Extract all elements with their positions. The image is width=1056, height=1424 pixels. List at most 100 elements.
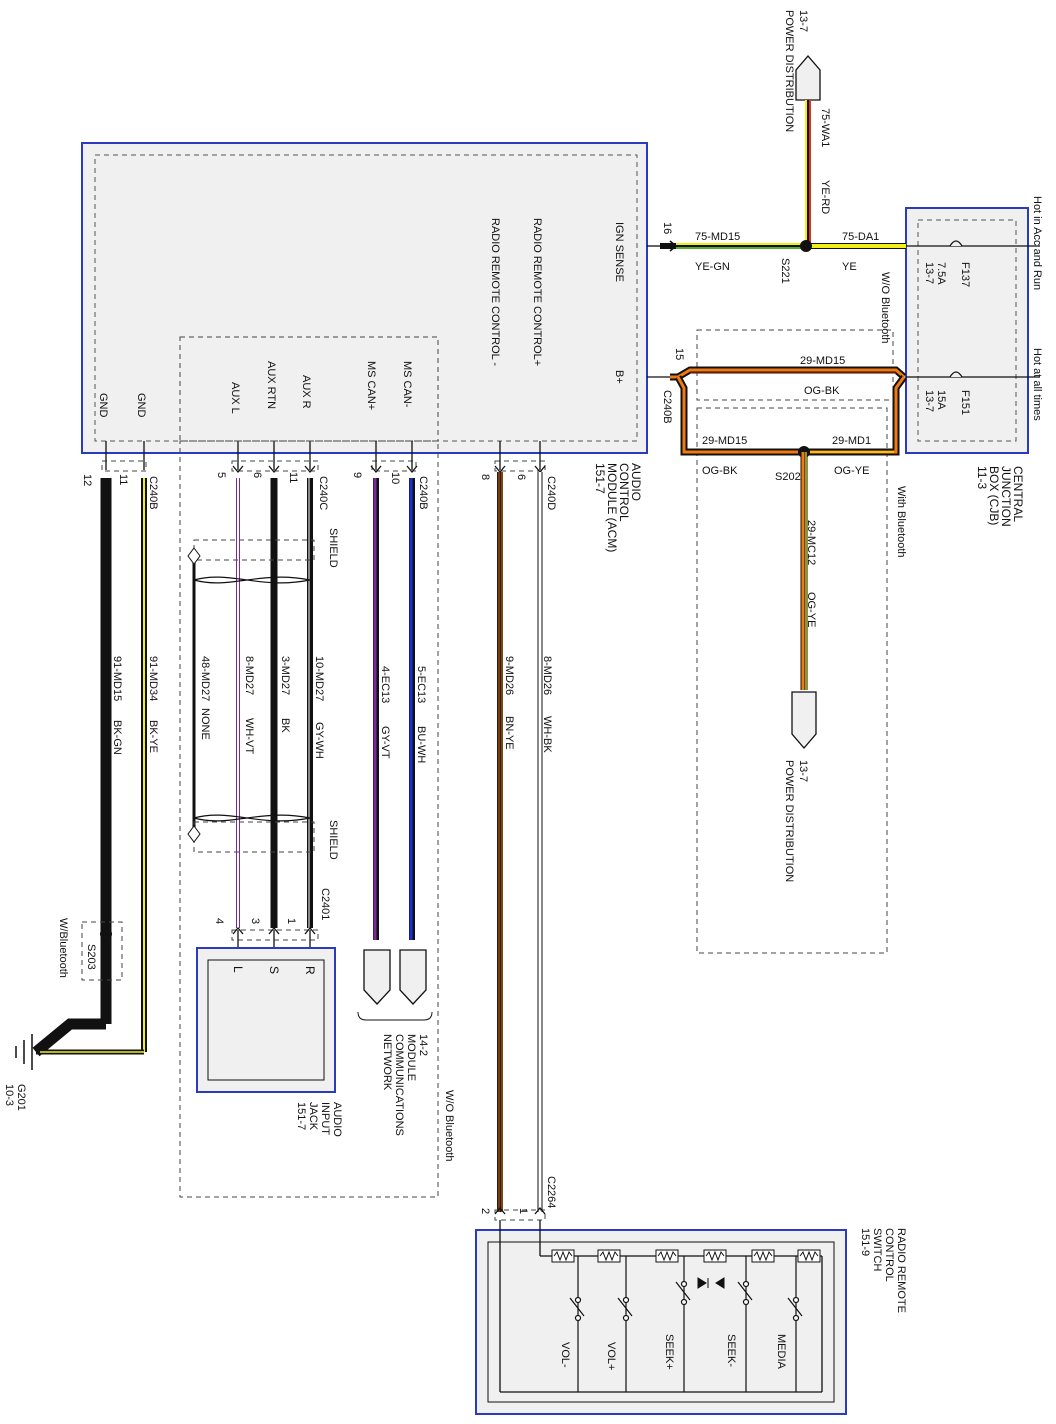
jack-cpin-1: 1 <box>285 918 297 924</box>
jack-pin-l: L <box>231 966 245 973</box>
pin16-arrow <box>664 240 678 252</box>
pin-gnd-2: GND <box>97 393 109 418</box>
svg-text:151-7: 151-7 <box>593 463 607 494</box>
pin-rc-plus: RADIO REMOTE CONTROL+ <box>531 218 543 366</box>
wire-8-md26-color: WH-BK <box>541 716 553 753</box>
fuse-f137-ref: 13-7 <box>923 262 935 284</box>
connector-c2264: C2264 <box>545 1176 557 1208</box>
pin-aux-rtn-num: 6 <box>251 472 263 478</box>
rrc-inner <box>487 1241 835 1403</box>
svg-text:CONTROL: CONTROL <box>883 1228 895 1282</box>
switch-seek-minus: SEEK- <box>725 1334 737 1367</box>
shield-bottom-dashed <box>193 821 315 853</box>
wire-29-md15-wo-og <box>670 368 905 379</box>
wire-29-mc12-color: OG-YE <box>805 592 817 627</box>
shield-top-dashed <box>193 539 315 561</box>
wire-4-ec13-id: 4-EC13 <box>379 666 391 703</box>
power-dist-bottom-label: POWER DISTRIBUTION <box>783 760 795 882</box>
c2401-dashed <box>231 929 319 941</box>
wire-29-md15-w-og <box>676 376 806 454</box>
hot-all-times: Hot at all times <box>1031 348 1043 421</box>
rrc-switch-stems <box>577 1256 797 1392</box>
svg-text:NETWORK: NETWORK <box>381 1034 393 1091</box>
connector-c240b-can: C240B <box>417 476 429 510</box>
fuse-f137-symbol <box>949 240 963 247</box>
svg-text:MODULE (ACM): MODULE (ACM) <box>605 463 619 552</box>
wo-bt-label-aux: W/O Bluetooth <box>443 1090 455 1162</box>
pin-rc-plus-num: 6 <box>515 474 527 480</box>
shield-top-twist <box>193 576 311 584</box>
connector-c240c: C240C <box>317 476 329 510</box>
rrc-cpin-1: 1 <box>517 1208 529 1214</box>
splice-s203 <box>100 928 112 940</box>
wire-75-md15-id: 75-MD15 <box>695 231 740 243</box>
pin-ign-sense: IGN SENSE <box>613 222 625 282</box>
wire-75-wa1-color: YE-RD <box>819 180 831 214</box>
splice-s202-label: S202 <box>775 471 801 483</box>
power-dist-bottom-ref: 13-7 <box>797 760 809 782</box>
power-dist-top-label: POWER DISTRIBUTION <box>783 10 795 132</box>
pin-can-minus-num: 10 <box>389 472 401 484</box>
pin-ms-can-plus: MS CAN+ <box>365 361 377 410</box>
pin-ms-can-minus: MS CAN- <box>401 361 413 408</box>
pin-rc-minus-num: 8 <box>479 474 491 480</box>
jack-pin-r: R <box>303 966 317 975</box>
svg-text:COMMUNICATIONS: COMMUNICATIONS <box>393 1034 405 1136</box>
wire-75-da1-id: 75-DA1 <box>842 231 879 243</box>
pin-aux-r-num: 11 <box>287 472 299 483</box>
rrc-cpin-2: 2 <box>479 1208 491 1214</box>
wire-75-md15-pin: 16 <box>661 222 673 234</box>
wire-29-md15-w-color: OG-BK <box>702 465 738 477</box>
acm-name: AUDIO CONTROL MODULE (ACM) 151-7 <box>593 463 643 552</box>
network-connector-1 <box>399 949 427 1005</box>
svg-text:11-3: 11-3 <box>975 466 989 489</box>
c2264-arrows <box>494 1206 546 1215</box>
switch-seek-plus: SEEK+ <box>663 1334 675 1370</box>
rrc-name: RADIO REMOTE CONTROL SWITCH 151-9 <box>859 1228 907 1313</box>
power-dist-top-connector <box>795 55 821 101</box>
svg-text:JACK: JACK <box>307 1102 319 1131</box>
switch-vol-plus: VOL+ <box>605 1342 617 1370</box>
w-bt-bplus-dashed <box>696 407 888 954</box>
wire-75-md15-color: YE-GN <box>695 261 730 273</box>
wo-bt-aux-dashed <box>179 440 439 1198</box>
pin-gnd2-num: 12 <box>81 474 93 486</box>
ground-wire-join-1 <box>32 1018 106 1057</box>
splice-s203-label: S203 <box>85 944 97 970</box>
svg-text:MODULE: MODULE <box>405 1034 417 1081</box>
fuse-f151-id: F151 <box>959 390 971 415</box>
pin-gnd-1: GND <box>135 393 147 418</box>
connector-c2401: C2401 <box>319 888 331 920</box>
svg-text:BOX (CJB): BOX (CJB) <box>987 466 1001 525</box>
network-brace <box>357 1011 433 1021</box>
pin-aux-rtn: AUX RTN <box>265 361 277 409</box>
wo-bt-label-top: W/O Bluetooth <box>879 272 891 344</box>
wire-5-ec13-color: BU-WH <box>415 726 427 763</box>
audio-jack-inner <box>207 959 325 1081</box>
acm-box <box>81 142 648 454</box>
svg-text:CONTROL: CONTROL <box>617 463 631 522</box>
w-bt-label: With Bluetooth <box>895 486 907 558</box>
hot-acc-run: Hot in Acc and Run <box>1031 196 1043 290</box>
wire-8-md26-id: 8-MD26 <box>541 656 553 695</box>
wire-5-ec13-id: 5-EC13 <box>415 666 427 703</box>
wire-91-md15-id: 91-MD15 <box>111 656 123 701</box>
svg-text:AUDIO: AUDIO <box>331 1102 343 1137</box>
wire-9-md26-color: BN-YE <box>503 716 515 750</box>
wire-75-da1-color: YE <box>842 261 857 273</box>
wire-91-md34-id: 91-MD34 <box>147 656 159 701</box>
jack-pin-s: S <box>267 966 281 974</box>
fuse-f137-id: F137 <box>959 262 971 287</box>
svg-text:SWITCH: SWITCH <box>871 1228 883 1271</box>
c240b-gnd-dashed <box>101 460 147 472</box>
rrc-switch-contacts <box>569 1280 803 1322</box>
wire-29-md1-color: OG-YE <box>834 465 869 477</box>
wire-29-md15-w-id: 29-MD15 <box>702 435 747 447</box>
pin-gnd1-num: 11 <box>117 474 129 485</box>
splice-s221 <box>800 240 812 252</box>
fuse-f151-rating: 15A <box>935 390 947 410</box>
svg-text:14-2: 14-2 <box>417 1034 429 1056</box>
ground-g201: G201 <box>15 1084 27 1111</box>
pin-aux-l-num: 5 <box>215 472 227 478</box>
